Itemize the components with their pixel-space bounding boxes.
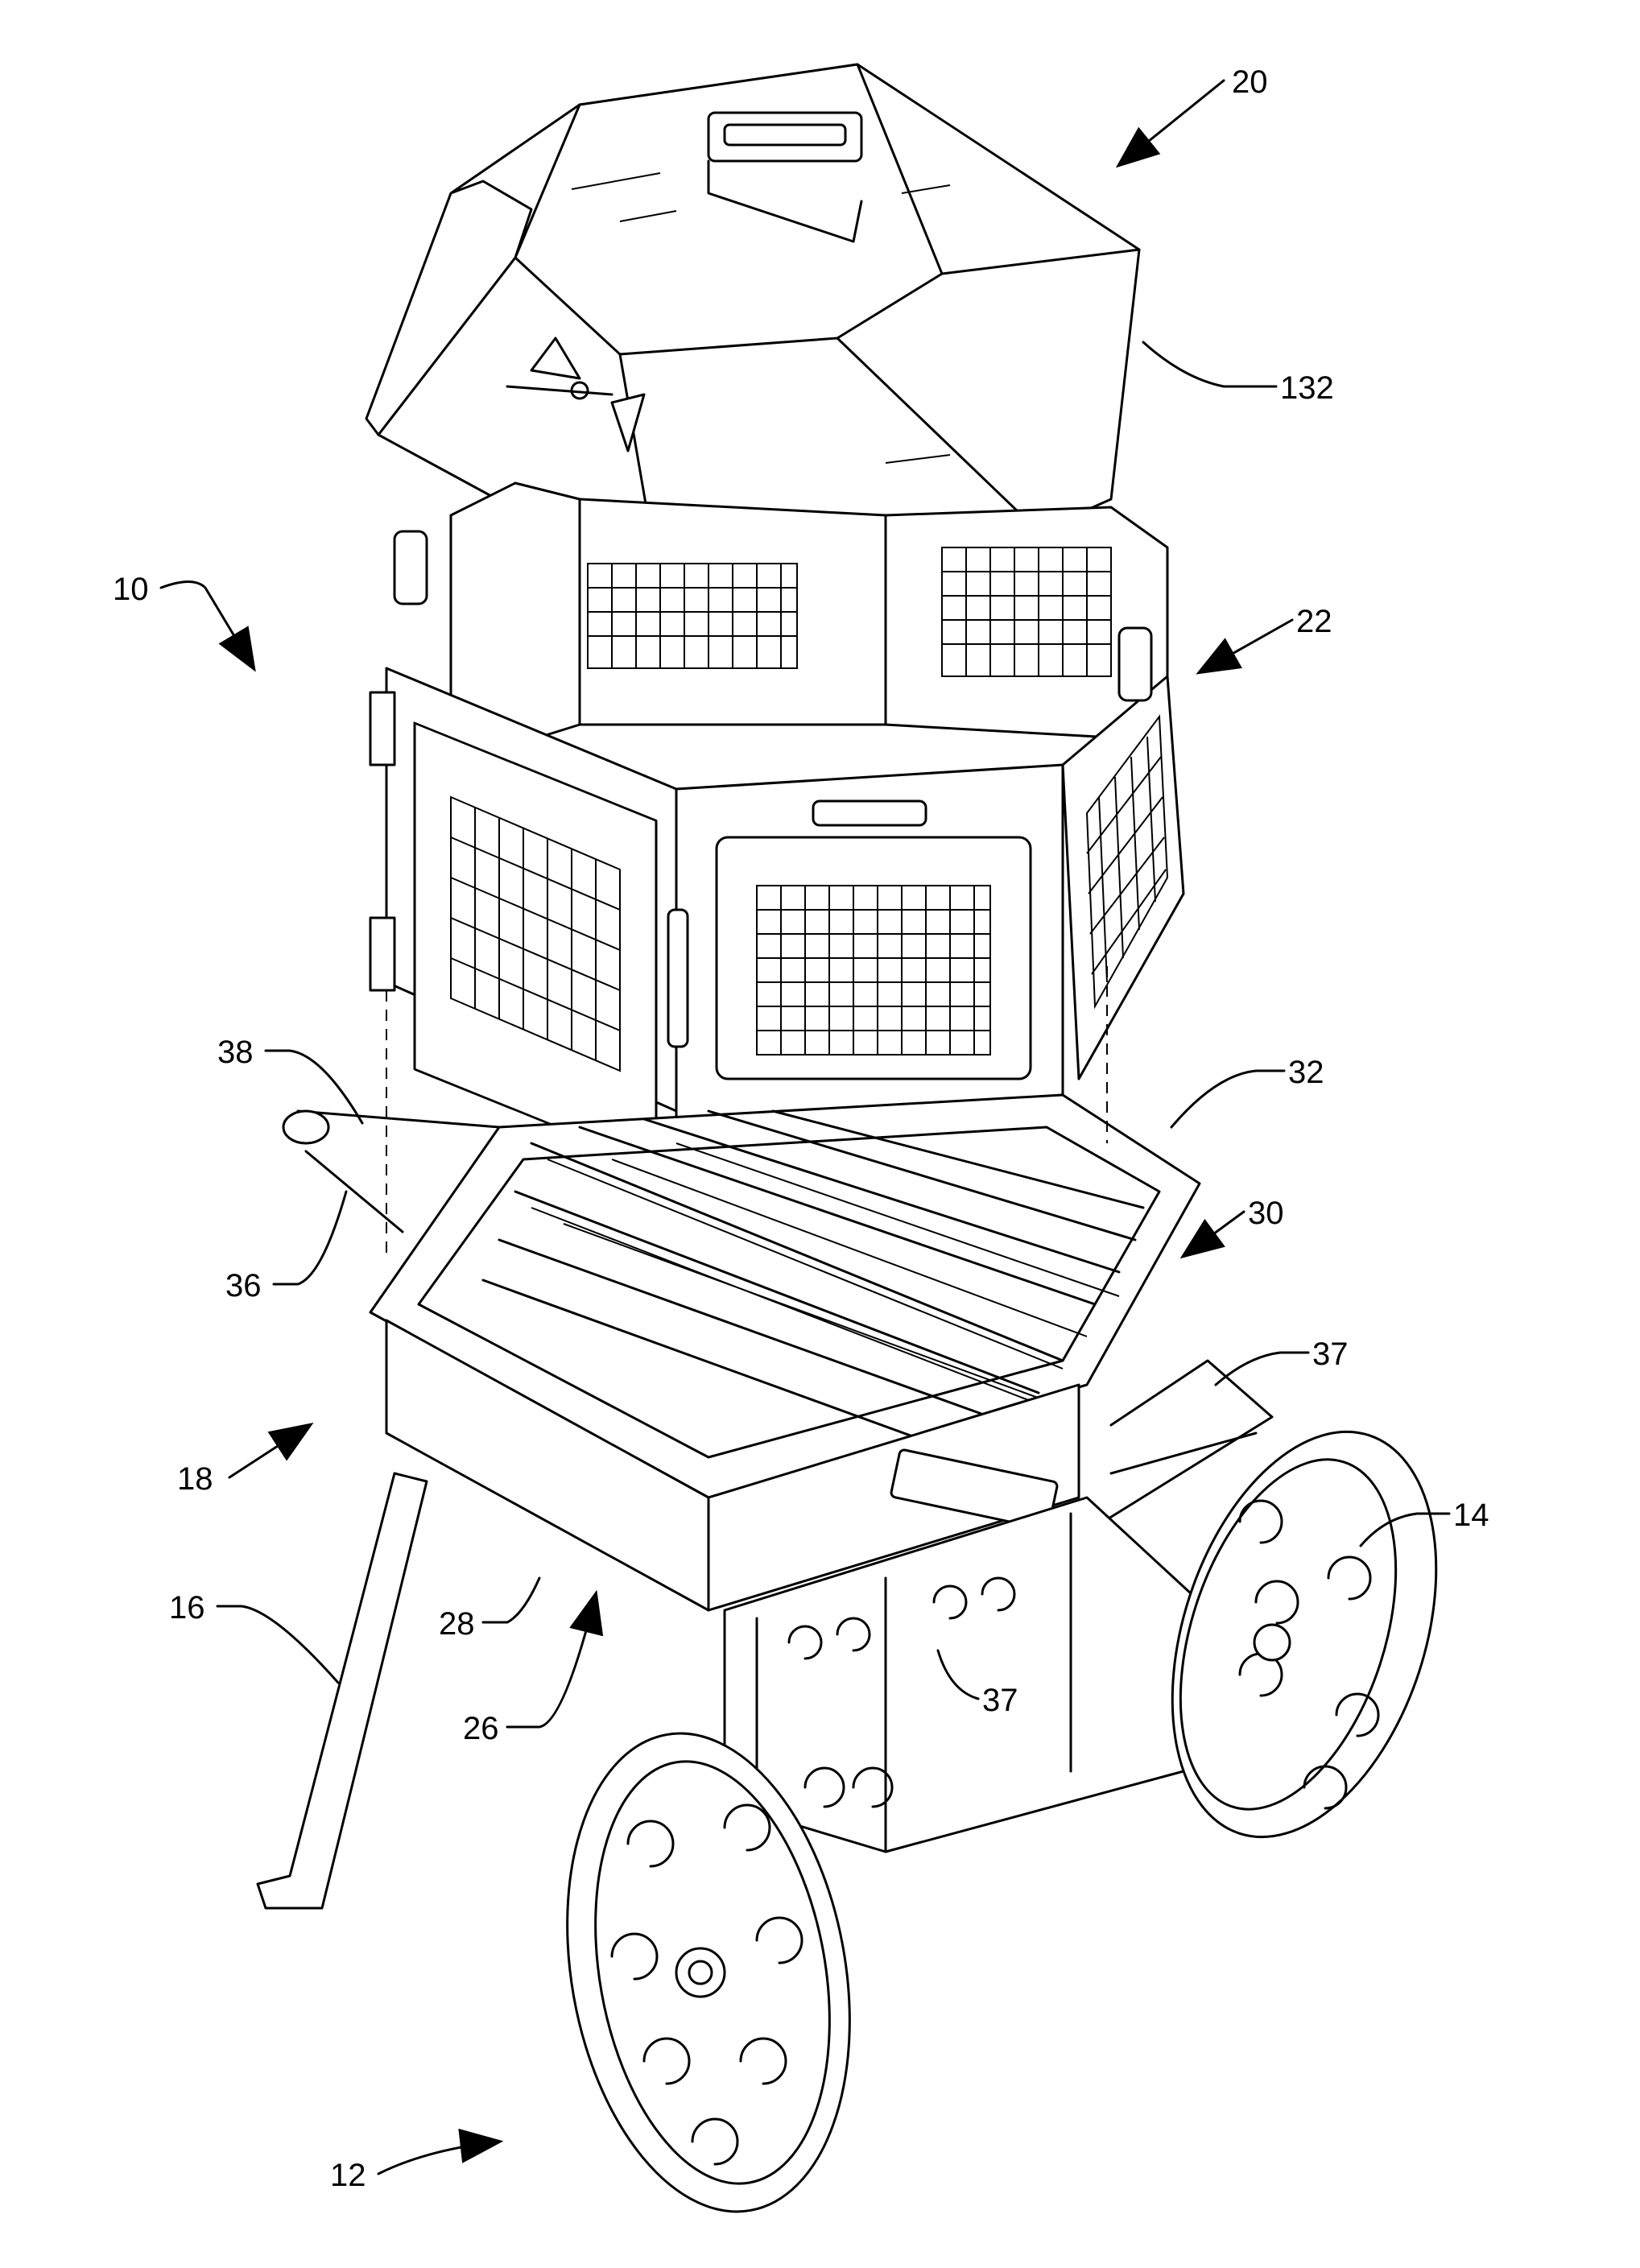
ref-132: 132 [1280, 370, 1334, 406]
ref-18: 18 [177, 1461, 213, 1497]
wheel-rear [1125, 1398, 1484, 1870]
ref-30: 30 [1248, 1196, 1284, 1231]
ref-22: 22 [1296, 604, 1332, 639]
ref-16: 16 [169, 1590, 205, 1626]
ref-12: 12 [330, 2158, 366, 2193]
ref-37-lower: 37 [982, 1683, 1018, 1718]
firebox-walls [370, 483, 1184, 1167]
ref-14: 14 [1453, 1498, 1489, 1533]
ref-36: 36 [225, 1268, 262, 1303]
ref-26: 26 [463, 1711, 499, 1746]
ref-28: 28 [439, 1606, 475, 1642]
ref-37-upper: 37 [1312, 1336, 1349, 1372]
ref-38: 38 [217, 1035, 254, 1070]
ref-32: 32 [1288, 1055, 1324, 1090]
ref-20: 20 [1232, 64, 1268, 100]
ref-10: 10 [113, 572, 149, 607]
